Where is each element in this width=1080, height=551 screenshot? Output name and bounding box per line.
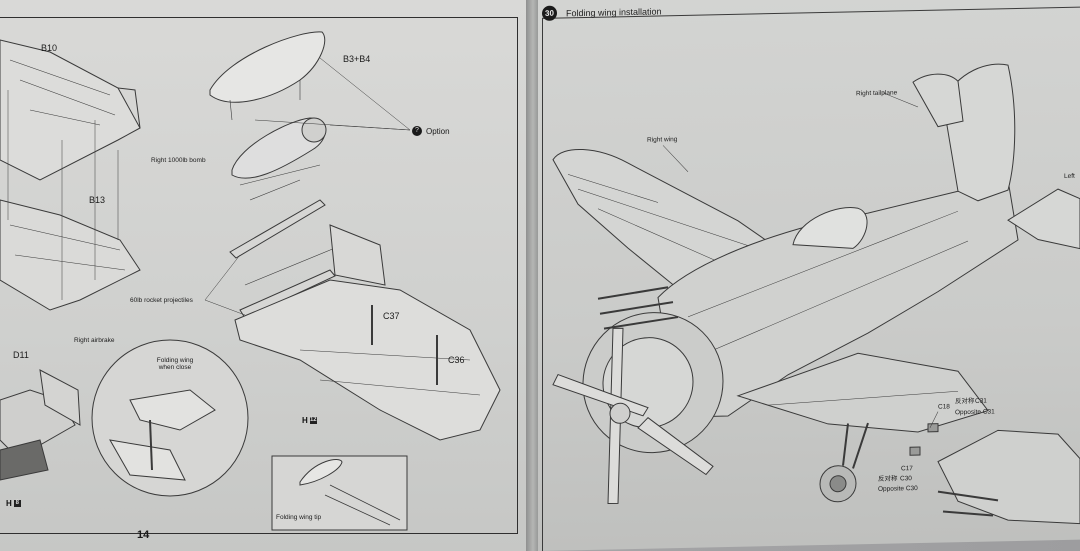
label-c17: C17: [901, 465, 913, 473]
right-page-drawing: [552, 63, 1080, 525]
option-icon: ?: [412, 126, 422, 136]
h-badge-left-letter: H: [6, 499, 12, 508]
label-right-wing: Right wing: [647, 136, 678, 144]
label-c37: C37: [383, 311, 400, 321]
label-b13: B13: [89, 195, 106, 205]
label-folding-close: Folding wing when close: [156, 357, 194, 371]
label-opposite-c31: Opposite C31: [955, 408, 995, 417]
book-spine: [526, 0, 540, 551]
left-page-drawing: [0, 31, 501, 531]
label-c31-cn: 反对称: [955, 397, 975, 406]
right-page: 30 Folding wing installation: [538, 0, 1080, 551]
label-opposite-c30: Opposite C30: [878, 485, 918, 493]
label-c31: C31: [975, 397, 987, 405]
label-c30: C30: [900, 475, 912, 483]
label-right-tailplane: Right tailplane: [856, 89, 898, 98]
left-page-frame: [0, 17, 518, 534]
label-c30-cn: 反对称: [878, 475, 898, 483]
h-badge-center: H 12: [302, 416, 317, 425]
h-badge-left-number: 8: [13, 500, 21, 507]
label-airbrake: Right airbrake: [74, 337, 115, 344]
label-c36: C36: [448, 355, 465, 365]
label-b10: B10: [41, 43, 58, 53]
left-page: B10 B13 B3+B4 ? Option Right 1000lb bomb…: [0, 0, 530, 551]
label-b3-b4: B3+B4: [343, 54, 371, 64]
label-c18: C18: [938, 403, 950, 411]
h-badge-center-letter: H: [302, 416, 308, 425]
label-left-partial: Left: [1064, 172, 1075, 180]
label-folding-tip: Folding wing tip: [276, 514, 322, 521]
h-badge-center-number: 12: [309, 417, 317, 424]
page-number: 14: [137, 529, 150, 541]
label-d11: D11: [13, 350, 29, 360]
label-option: Option: [426, 127, 450, 136]
label-rockets: 60lb rocket projectiles: [130, 297, 193, 304]
h-badge-left: H 8: [6, 499, 21, 508]
label-bomb: Right 1000lb bomb: [151, 157, 206, 164]
